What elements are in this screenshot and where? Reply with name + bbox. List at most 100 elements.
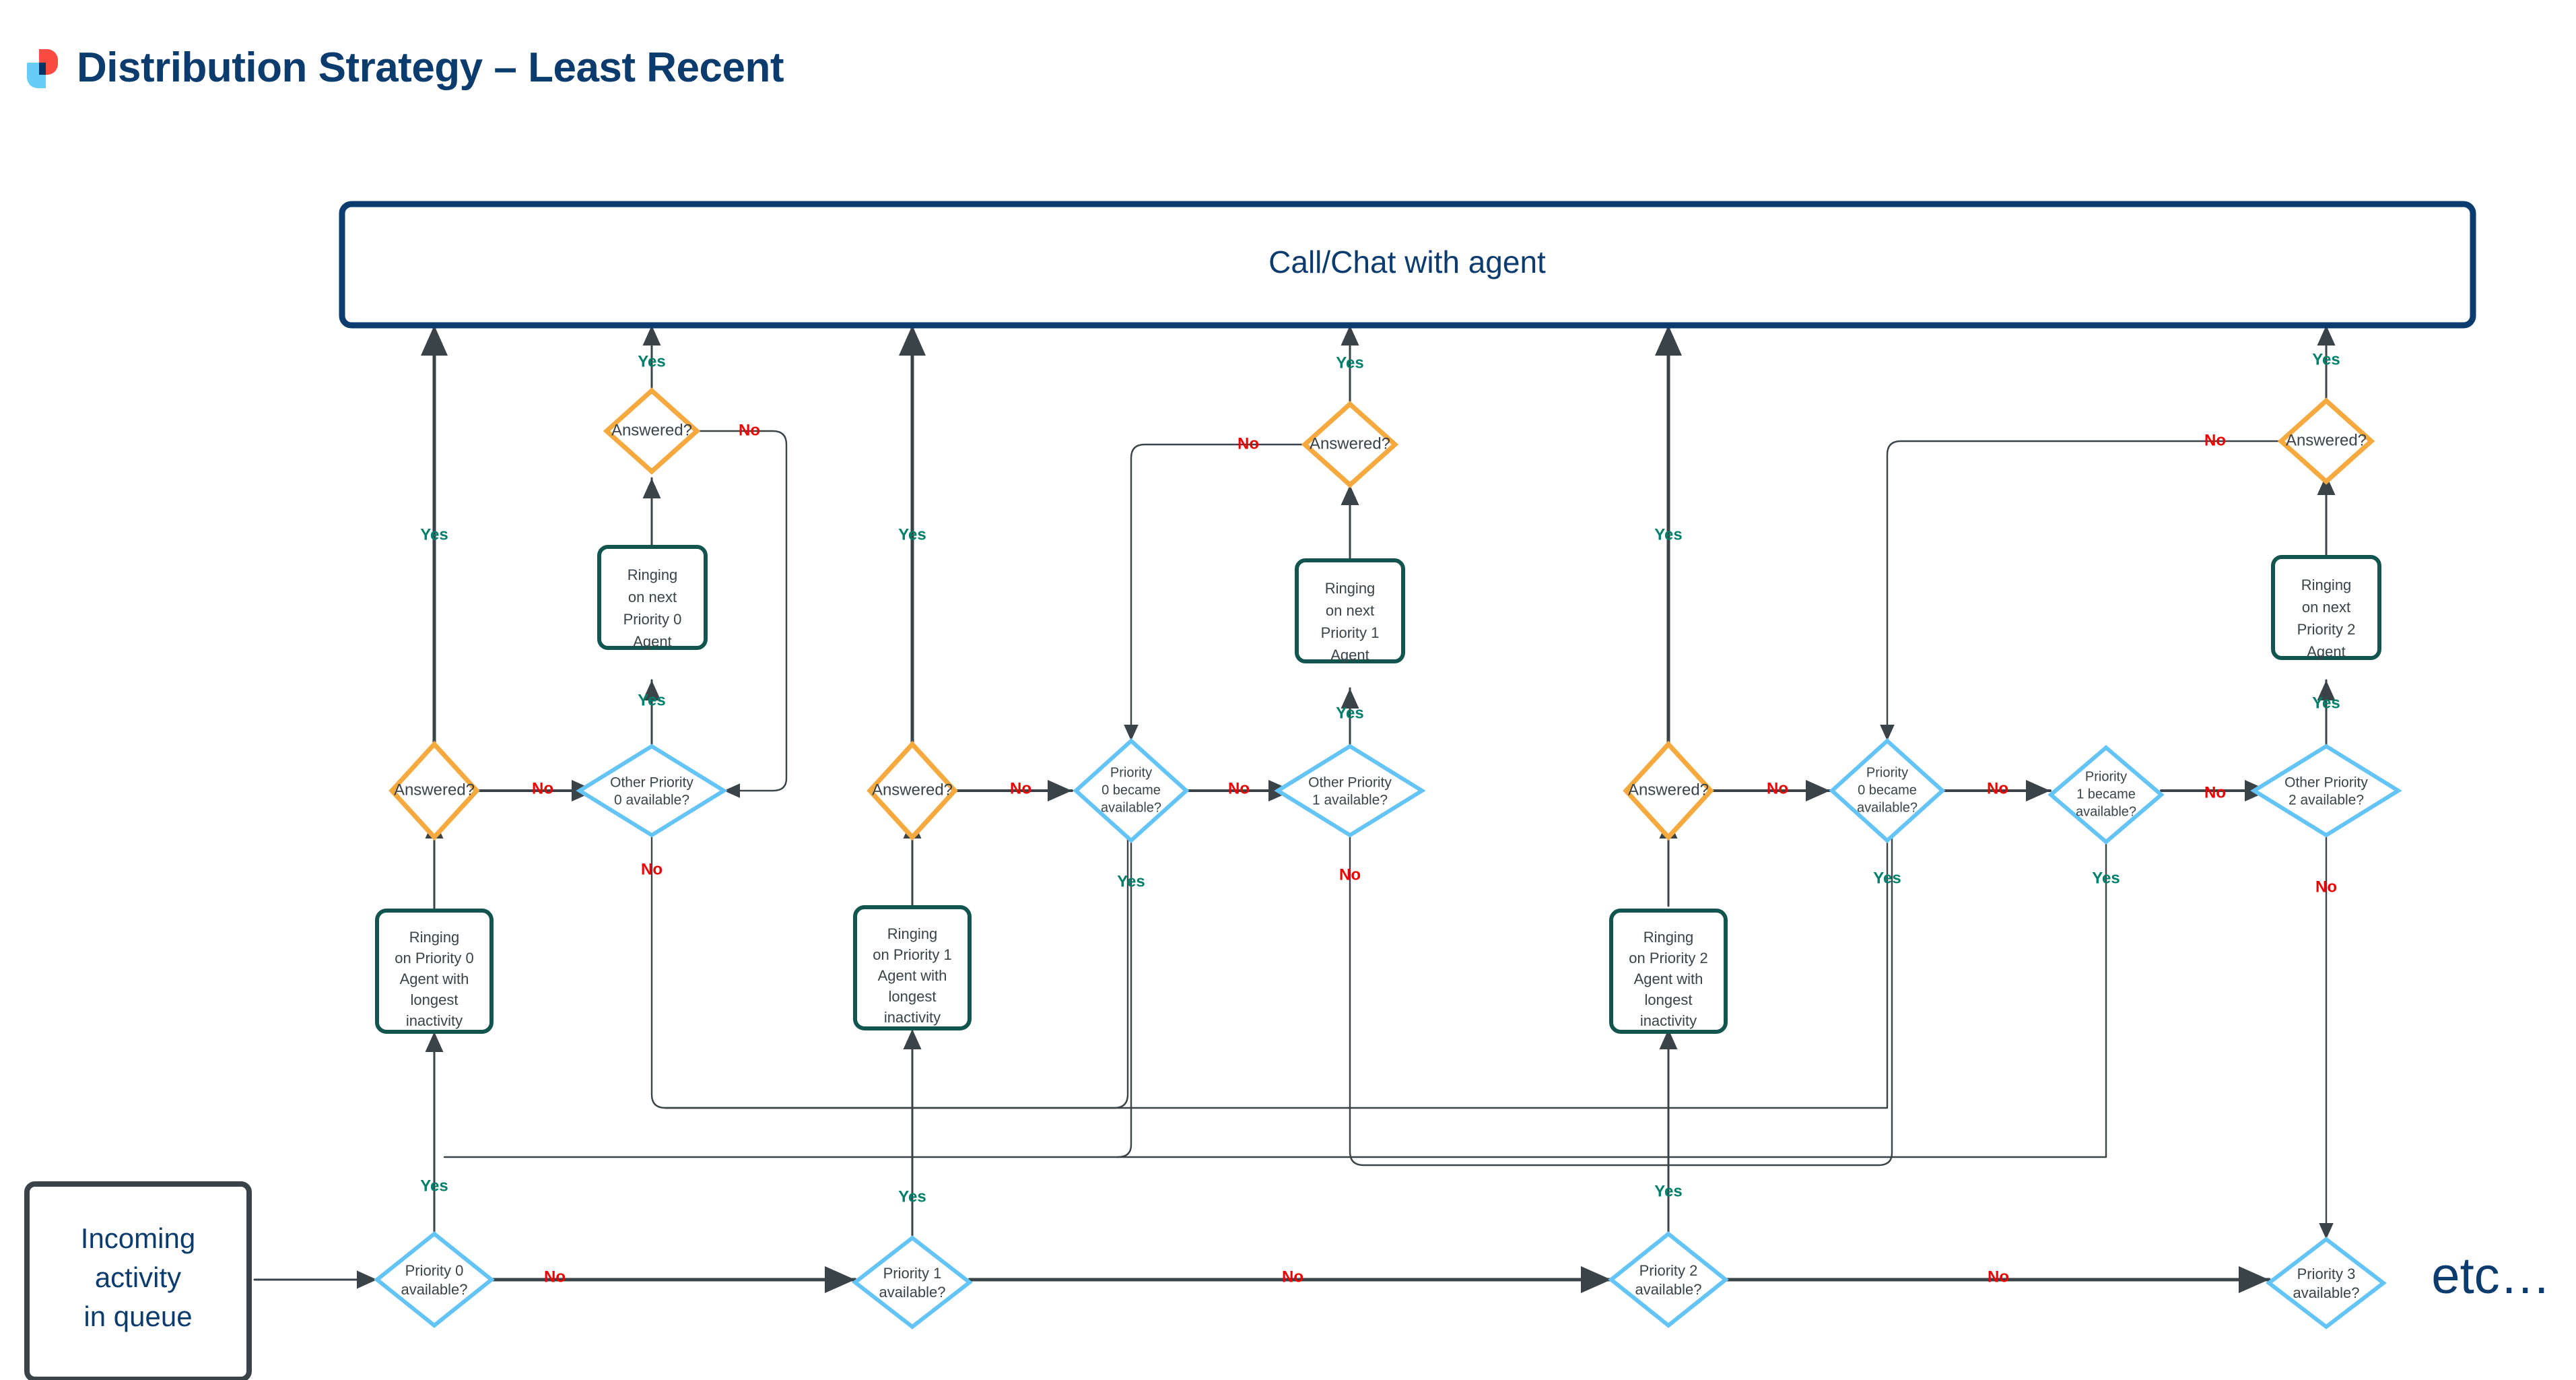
ring-p0-l5: inactivity [406, 1012, 463, 1029]
answered-p2-label: Answered? [1628, 781, 1709, 799]
p3-avail-line1: Priority 3 [2297, 1266, 2356, 1282]
ring-p1-l2: on Priority 1 [873, 946, 951, 963]
p1-became-line3: available? [2076, 804, 2136, 819]
label-yes-ansp2: Yes [1654, 525, 1682, 544]
node-ringing-priority-1-longest-inactivity[interactable]: Ringing on Priority 1 Agent with longest… [853, 905, 972, 1030]
ring-p1-l3: Agent with [878, 967, 947, 984]
label-no-p0became: No [1228, 779, 1250, 797]
node-ringing-next-priority-1[interactable]: Ringing on next Priority 1 Agent [1295, 558, 1405, 663]
label-yes-otherp0: Yes [638, 691, 665, 709]
label-no-ansp2: No [1767, 779, 1788, 797]
answered-next-p0-label: Answered? [611, 421, 692, 439]
p0-became2-line3: available? [1857, 800, 1918, 815]
ringnext-p2-l2: on next [2302, 599, 2350, 616]
answered-p0-label: Answered? [394, 781, 475, 799]
other-p0-line2: 0 available? [614, 793, 689, 808]
p2-avail-line1: Priority 2 [1639, 1262, 1698, 1279]
node-priority-0-became-available-2[interactable]: Priority 0 became available? [1829, 737, 1946, 844]
ringnext-p2-l1: Ringing [2301, 577, 2352, 593]
other-p1-line1: Other Priority [1308, 775, 1392, 791]
ring-p1-l5: inactivity [884, 1009, 941, 1026]
node-other-priority-2-available[interactable]: Other Priority 2 available? [2250, 744, 2402, 838]
label-yes-p0became2: Yes [1873, 869, 1901, 887]
answered-next-p1-label: Answered? [1310, 434, 1390, 453]
call-chat-label: Call/Chat with agent [1268, 244, 1546, 280]
ring-p1-l4: longest [889, 988, 937, 1005]
edge-ansnextp1-no-loop [1124, 443, 1309, 742]
etc-label: etc… [2431, 1247, 2550, 1305]
node-priority-3-available[interactable]: Priority 3 available? [2266, 1237, 2387, 1329]
other-p1-line2: 1 available? [1312, 793, 1388, 808]
label-yes-p2avail: Yes [1654, 1182, 1682, 1200]
label-no-p0became2: No [1987, 779, 2008, 797]
ring-p0-l4: longest [411, 991, 459, 1008]
node-answered-next-priority-2[interactable]: Answered? [2277, 397, 2375, 485]
ring-p2-l1: Ringing [1643, 929, 1694, 946]
ringnext-p1-l1: Ringing [1325, 580, 1376, 597]
ringnext-p2-l4: Agent [2307, 643, 2346, 660]
ring-p0-l2: on Priority 0 [395, 950, 473, 966]
label-yes-p1became: Yes [2092, 869, 2120, 887]
ringnext-p1-l3: Priority 1 [1321, 624, 1380, 641]
node-answered-next-priority-1[interactable]: Answered? [1301, 401, 1399, 488]
ring-p2-l3: Agent with [1634, 971, 1703, 987]
ringnext-p0-l4: Agent [633, 633, 672, 650]
label-yes-ansnextp2: Yes [2312, 350, 2340, 368]
ring-p0-l3: Agent with [400, 971, 469, 987]
p0-avail-line2: available? [401, 1281, 467, 1298]
incoming-line1: Incoming [81, 1222, 195, 1254]
incoming-line2: activity [95, 1261, 181, 1293]
edge-ansnextp2-no-loop [1880, 440, 2285, 742]
incoming-line3: in queue [83, 1301, 192, 1332]
ringnext-p0-l3: Priority 0 [623, 611, 682, 628]
p0-became2-line2: 0 became [1858, 783, 1917, 797]
label-no-ansnextp1: No [1238, 434, 1259, 453]
node-incoming-activity-in-queue[interactable]: Incoming activity in queue [24, 1181, 252, 1380]
answered-p1-label: Answered? [872, 781, 953, 799]
p2-avail-line2: available? [1635, 1281, 1701, 1298]
p0-avail-line1: Priority 0 [405, 1262, 464, 1279]
node-priority-0-became-available[interactable]: Priority 0 became available? [1073, 737, 1190, 844]
p0-became2-line1: Priority [1866, 765, 1908, 780]
label-yes-ansp0: Yes [420, 525, 448, 544]
node-ringing-next-priority-0[interactable]: Ringing on next Priority 0 Agent [597, 545, 708, 650]
node-answered-priority-0[interactable]: Answered? [388, 740, 480, 841]
ringnext-p1-l2: on next [1326, 602, 1374, 619]
ringnext-p0-l1: Ringing [628, 566, 678, 583]
node-answered-next-priority-0[interactable]: Answered? [603, 387, 701, 475]
p0-became-line3: available? [1101, 800, 1161, 815]
ringnext-p0-l2: on next [628, 589, 677, 605]
edge-ansnextp0-no-loop [692, 430, 788, 798]
node-priority-1-available[interactable]: Priority 1 available? [852, 1235, 973, 1329]
node-priority-2-available[interactable]: Priority 2 available? [1608, 1231, 1729, 1328]
node-priority-0-available[interactable]: Priority 0 available? [374, 1231, 495, 1328]
node-call-chat-with-agent[interactable]: Call/Chat with agent [339, 201, 2476, 329]
label-no-otherp0: No [641, 860, 663, 878]
ring-p2-l4: longest [1645, 991, 1693, 1008]
node-other-priority-1-available[interactable]: Other Priority 1 available? [1274, 744, 1426, 838]
label-no-ansnextp0: No [739, 421, 760, 439]
node-other-priority-0-available[interactable]: Other Priority 0 available? [576, 744, 728, 838]
node-ringing-priority-2-longest-inactivity[interactable]: Ringing on Priority 2 Agent with longest… [1609, 909, 1728, 1034]
ring-p2-l5: inactivity [1640, 1012, 1697, 1029]
label-no-ansp0: No [532, 779, 553, 797]
label-yes-ansnextp0: Yes [638, 352, 665, 370]
edge-p0became2-yes-route [664, 827, 1889, 1109]
label-no-otherp2: No [2315, 878, 2337, 896]
node-answered-priority-2[interactable]: Answered? [1623, 740, 1714, 841]
label-yes-p0became: Yes [1117, 872, 1145, 890]
node-ringing-priority-0-longest-inactivity[interactable]: Ringing on Priority 0 Agent with longest… [375, 909, 494, 1034]
p0-became-line1: Priority [1110, 765, 1152, 780]
p1-avail-line2: available? [879, 1284, 945, 1301]
ring-p2-l2: on Priority 2 [1629, 950, 1707, 966]
node-ringing-next-priority-2[interactable]: Ringing on next Priority 2 Agent [2271, 555, 2381, 660]
node-priority-1-became-available[interactable]: Priority 1 became available? [2047, 745, 2165, 845]
label-no-ansnextp2: No [2204, 431, 2226, 449]
page-title: Distribution Strategy – Least Recent [77, 44, 784, 91]
answered-next-p2-label: Answered? [2286, 431, 2367, 449]
node-answered-priority-1[interactable]: Answered? [867, 740, 958, 841]
edge-labels-layer: Yes Yes Yes Yes Yes Yes Yes Yes Yes Yes … [420, 350, 2340, 1286]
label-no-otherp1: No [1339, 865, 1361, 884]
brand-logo-icon [27, 49, 58, 88]
